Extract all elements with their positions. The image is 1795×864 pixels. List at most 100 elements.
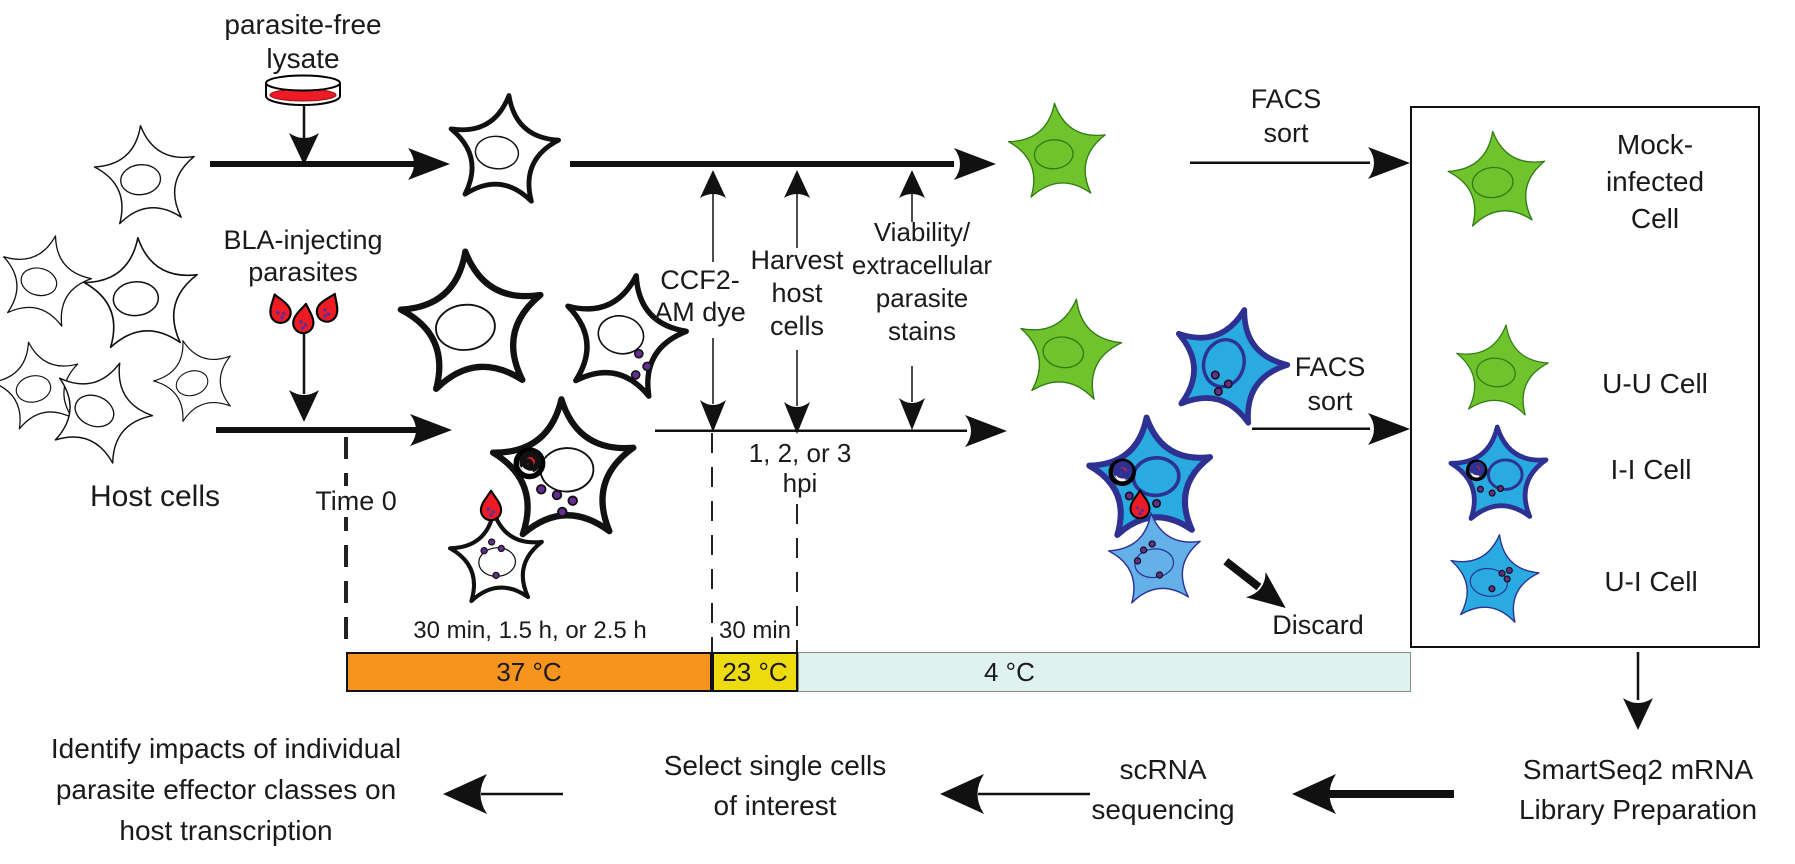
- facs-sort-bottom-label: FACS sort: [1270, 350, 1390, 418]
- text-line: extracellular: [851, 250, 993, 280]
- arrow-scrna-to-select: [940, 774, 1090, 814]
- sorted-cells-box: [1410, 106, 1760, 648]
- arrow-stains-up: [899, 170, 925, 222]
- text-line: parasite: [875, 283, 969, 313]
- arrow-harvest-up: [784, 170, 810, 248]
- harvest-label: Harvest host cells: [722, 244, 872, 343]
- arrow-harvest-down: [784, 350, 810, 434]
- arrow-hostcells-to-infected: [216, 414, 452, 446]
- arrow-facs-top: [1190, 147, 1410, 179]
- text-line: Discard: [1272, 610, 1364, 640]
- mock-treated-cell: [429, 75, 577, 228]
- petri-dish-icon: [265, 74, 341, 106]
- arrow-lysate-down: [289, 105, 319, 165]
- time-zero-label: Time 0: [306, 486, 406, 517]
- text-line: sequencing: [1091, 794, 1235, 825]
- text-line: sort: [1263, 118, 1309, 148]
- duration-37c-label: 30 min, 1.5 h, or 2.5 h: [370, 617, 690, 645]
- stained-ii-cell-blue: [1139, 274, 1316, 461]
- box-ui-cell: [1443, 527, 1545, 626]
- text-line: BLA-injecting: [223, 225, 383, 255]
- text-line: 1, 2, or 3: [748, 438, 852, 468]
- text-line: U-I Cell: [1604, 566, 1698, 597]
- arrow-parasites-down: [289, 328, 319, 422]
- ui-cell-label: U-I Cell: [1584, 566, 1718, 598]
- arrow-facs-bottom: [1252, 413, 1410, 445]
- host-cell: [80, 233, 203, 350]
- lysate-label: parasite-free lysate: [218, 8, 388, 76]
- ccf2-label: CCF2- AM dye: [630, 264, 770, 328]
- attached-parasite: [479, 489, 503, 522]
- text-line: FACS: [1294, 352, 1366, 382]
- text-line: U-U Cell: [1602, 368, 1708, 399]
- arrow-infected-to-stained: [655, 415, 1007, 447]
- text-line: Select single cells: [663, 750, 887, 781]
- text-line: Library Preparation: [1518, 794, 1758, 825]
- temp-label-37c: 37 °C: [496, 656, 562, 687]
- uu-cell-label: U-U Cell: [1580, 368, 1730, 400]
- host-cell: [90, 119, 201, 227]
- host-cell: [36, 343, 167, 471]
- text-line: lysate: [266, 43, 340, 74]
- cluster-cell-injected: [531, 234, 715, 441]
- arrow-library-to-scrna: [1292, 774, 1454, 814]
- ii-cell-label: I-I Cell: [1586, 454, 1716, 486]
- host-cells-label: Host cells: [55, 480, 255, 514]
- library-prep-label: SmartSeq2 mRNA Library Preparation: [1478, 750, 1795, 830]
- text-line: host transcription: [119, 815, 333, 846]
- text-line: SmartSeq2 mRNA: [1522, 754, 1754, 785]
- arrow-mock-to-green: [570, 148, 996, 180]
- text-line: AM dye: [654, 297, 746, 327]
- text-line: Cell: [1630, 203, 1680, 234]
- text-line: 30 min: [718, 617, 792, 644]
- text-line: host: [771, 278, 823, 308]
- temp-bar-37c: 37 °C: [346, 652, 712, 692]
- host-cell: [0, 332, 89, 433]
- mock-infected-cell-green: [1005, 99, 1110, 200]
- text-line: CCF2-: [660, 265, 740, 295]
- temp-label-23c: 23 °C: [722, 656, 788, 687]
- discard-ui-cell: [1104, 507, 1207, 606]
- arrow-ccf2-down: [700, 338, 726, 432]
- text-line: hpi: [782, 468, 818, 498]
- text-line: Host cells: [89, 480, 221, 513]
- bla-parasites-label: BLA-injecting parasites: [213, 224, 393, 288]
- goal-label: Identify impacts of individual parasite …: [8, 728, 444, 851]
- temp-bar-23c: 23 °C: [712, 652, 798, 692]
- arrow-discard: [1223, 558, 1286, 609]
- select-cells-label: Select single cells of interest: [622, 746, 928, 826]
- host-cell: [143, 327, 246, 427]
- text-line: Time 0: [315, 486, 397, 516]
- host-cell: [0, 224, 100, 331]
- text-line: Mock-: [1616, 129, 1694, 160]
- text-line: stains: [888, 316, 956, 346]
- text-line: infected: [1605, 166, 1705, 197]
- text-line: 30 min, 1.5 h, or 2.5 h: [413, 617, 647, 644]
- mock-infected-label: Mock- infected Cell: [1580, 126, 1730, 237]
- arrow-ccf2-up: [700, 170, 726, 262]
- text-line: parasites: [248, 257, 358, 287]
- ccf2-dashed-line: [711, 433, 713, 653]
- text-line: sort: [1307, 386, 1353, 416]
- discard-label: Discard: [1256, 610, 1380, 641]
- temp-bar-4c: 4 °C: [798, 652, 1411, 692]
- stained-uu-cell-green: [1011, 291, 1128, 403]
- arrow-stains-down: [899, 366, 925, 430]
- temp-label-4c: 4 °C: [984, 656, 1035, 687]
- text-line: scRNA: [1119, 754, 1207, 785]
- attached-parasite: [1129, 489, 1151, 520]
- arrow-box-down: [1623, 652, 1653, 730]
- scrna-label: scRNA sequencing: [1058, 750, 1268, 830]
- box-uu-cell: [1450, 319, 1553, 418]
- text-line: parasite effector classes on: [55, 774, 397, 805]
- time-zero-dashed-line: [344, 437, 348, 653]
- text-line: I-I Cell: [1610, 454, 1692, 485]
- hpi-label: 1, 2, or 3 hpi: [730, 438, 870, 498]
- duration-23c-label: 30 min: [710, 617, 800, 645]
- text-line: Viability/: [873, 217, 971, 247]
- text-line: Harvest: [750, 245, 844, 275]
- harvest-dashed-line: [796, 504, 798, 652]
- text-line: FACS: [1250, 84, 1322, 114]
- box-ii-cell: [1416, 415, 1582, 539]
